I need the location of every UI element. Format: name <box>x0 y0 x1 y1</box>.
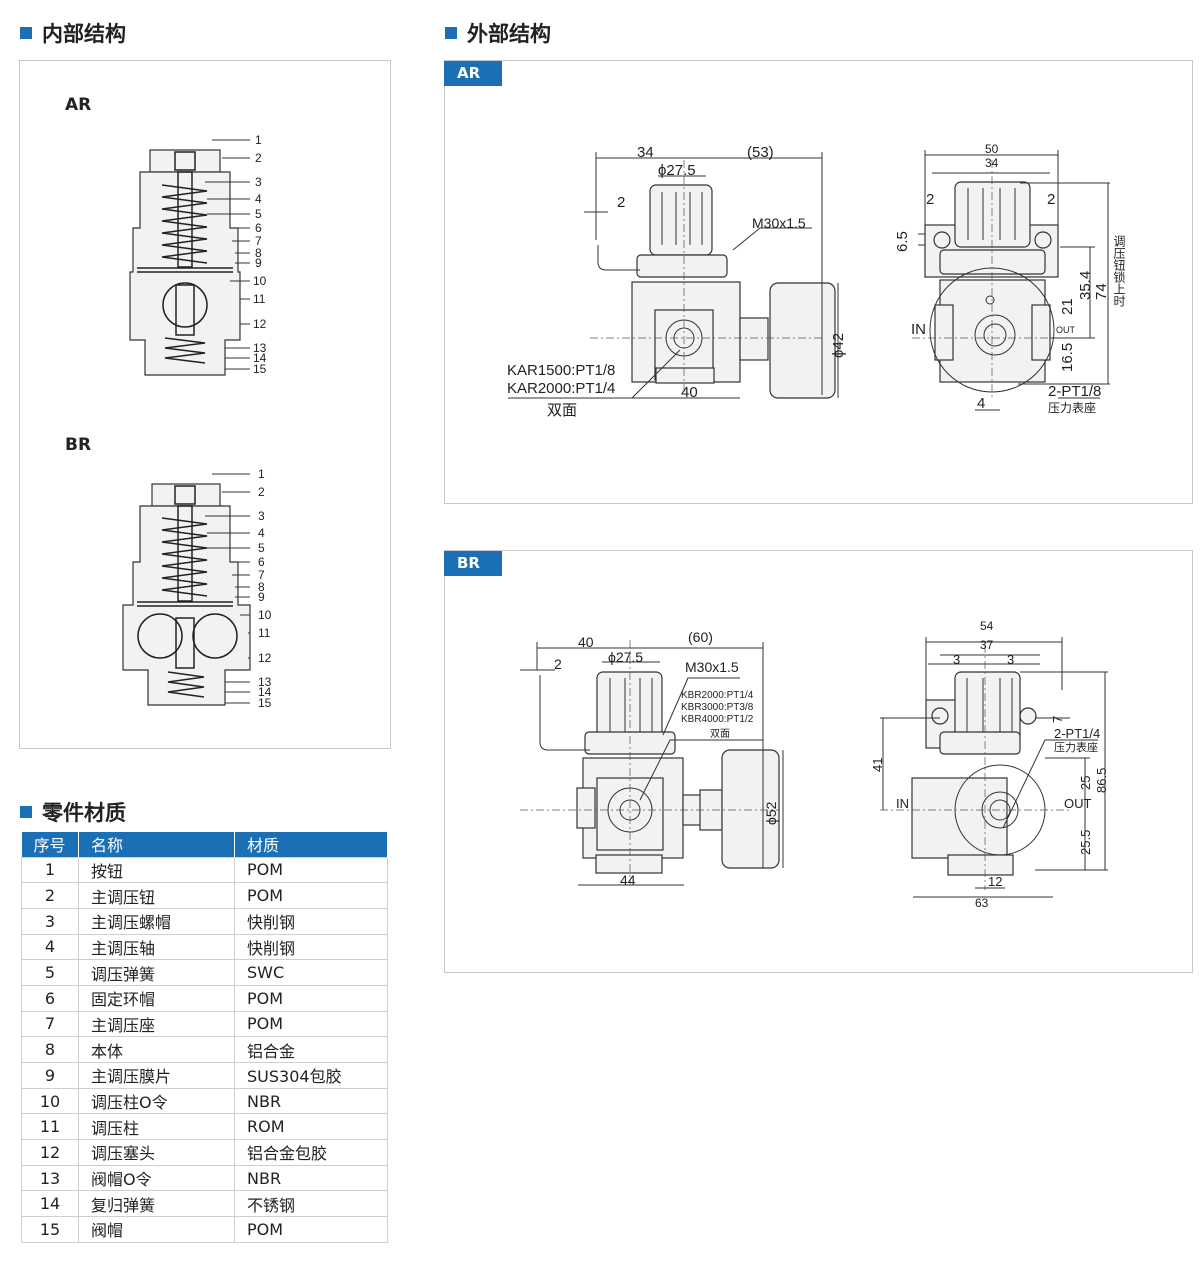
cell-material: 不锈钢 <box>234 1190 388 1218</box>
table-header-row: 序号 名称 材质 <box>21 832 388 857</box>
cell-material: SUS304包胶 <box>234 1062 388 1089</box>
cell-no: 6 <box>21 984 79 1012</box>
cell-name: 主调压膜片 <box>78 1062 235 1089</box>
cell-material: NBR <box>234 1087 388 1115</box>
heading-marker-icon <box>445 27 457 39</box>
heading-text: 内部结构 <box>42 22 126 46</box>
cell-name: 主调压轴 <box>78 933 235 961</box>
cell-material: POM <box>234 882 388 909</box>
ar-tab: AR <box>444 61 502 86</box>
cell-no: 14 <box>21 1190 79 1218</box>
cell-no: 15 <box>21 1216 79 1243</box>
cell-no: 11 <box>21 1113 79 1141</box>
cell-material: ROM <box>234 1113 388 1141</box>
cell-no: 4 <box>21 933 79 961</box>
col-header-name: 名称 <box>78 832 235 857</box>
cell-no: 10 <box>21 1087 79 1115</box>
col-header-material: 材质 <box>234 832 388 857</box>
cell-no: 1 <box>21 856 79 884</box>
br-section-label: BR <box>65 435 92 455</box>
cell-material: POM <box>234 1216 388 1243</box>
cell-name: 按钮 <box>78 856 235 884</box>
heading-internal-structure: 内部结构 <box>20 18 126 48</box>
cell-material: SWC <box>234 959 388 986</box>
cell-material: POM <box>234 856 388 884</box>
heading-materials: 零件材质 <box>20 797 126 827</box>
cell-no: 12 <box>21 1139 79 1166</box>
cell-name: 阀帽O令 <box>78 1164 235 1192</box>
cell-material: NBR <box>234 1164 388 1192</box>
cell-no: 7 <box>21 1010 79 1038</box>
cell-name: 阀帽 <box>78 1216 235 1243</box>
heading-marker-icon <box>20 27 32 39</box>
cell-name: 调压弹簧 <box>78 959 235 986</box>
cell-name: 调压柱O令 <box>78 1087 235 1115</box>
cell-material: 铝合金 <box>234 1036 388 1063</box>
cell-no: 2 <box>21 882 79 909</box>
heading-external-structure: 外部结构 <box>445 18 551 48</box>
cell-no: 9 <box>21 1062 79 1089</box>
br-tab: BR <box>444 551 502 576</box>
cell-name: 本体 <box>78 1036 235 1063</box>
cell-name: 固定环帽 <box>78 984 235 1012</box>
ar-section-label: AR <box>65 95 92 115</box>
cell-name: 主调压座 <box>78 1010 235 1038</box>
br-external-panel <box>444 550 1193 973</box>
cell-no: 8 <box>21 1036 79 1063</box>
cell-name: 主调压螺帽 <box>78 907 235 935</box>
cell-material: 快削钢 <box>234 907 388 935</box>
cell-material: 铝合金包胶 <box>234 1139 388 1166</box>
cell-no: 13 <box>21 1164 79 1192</box>
heading-text: 零件材质 <box>42 801 126 825</box>
ar-external-panel <box>444 60 1193 504</box>
cell-name: 调压塞头 <box>78 1139 235 1166</box>
cell-name: 主调压钮 <box>78 882 235 909</box>
heading-marker-icon <box>20 806 32 818</box>
cell-name: 复归弹簧 <box>78 1190 235 1218</box>
cell-material: POM <box>234 984 388 1012</box>
heading-text: 外部结构 <box>467 22 551 46</box>
col-header-no: 序号 <box>21 832 79 857</box>
cell-name: 调压柱 <box>78 1113 235 1141</box>
cell-material: POM <box>234 1010 388 1038</box>
cell-no: 3 <box>21 907 79 935</box>
cell-material: 快削钢 <box>234 933 388 961</box>
internal-structure-panel <box>19 60 391 749</box>
cell-no: 5 <box>21 959 79 986</box>
